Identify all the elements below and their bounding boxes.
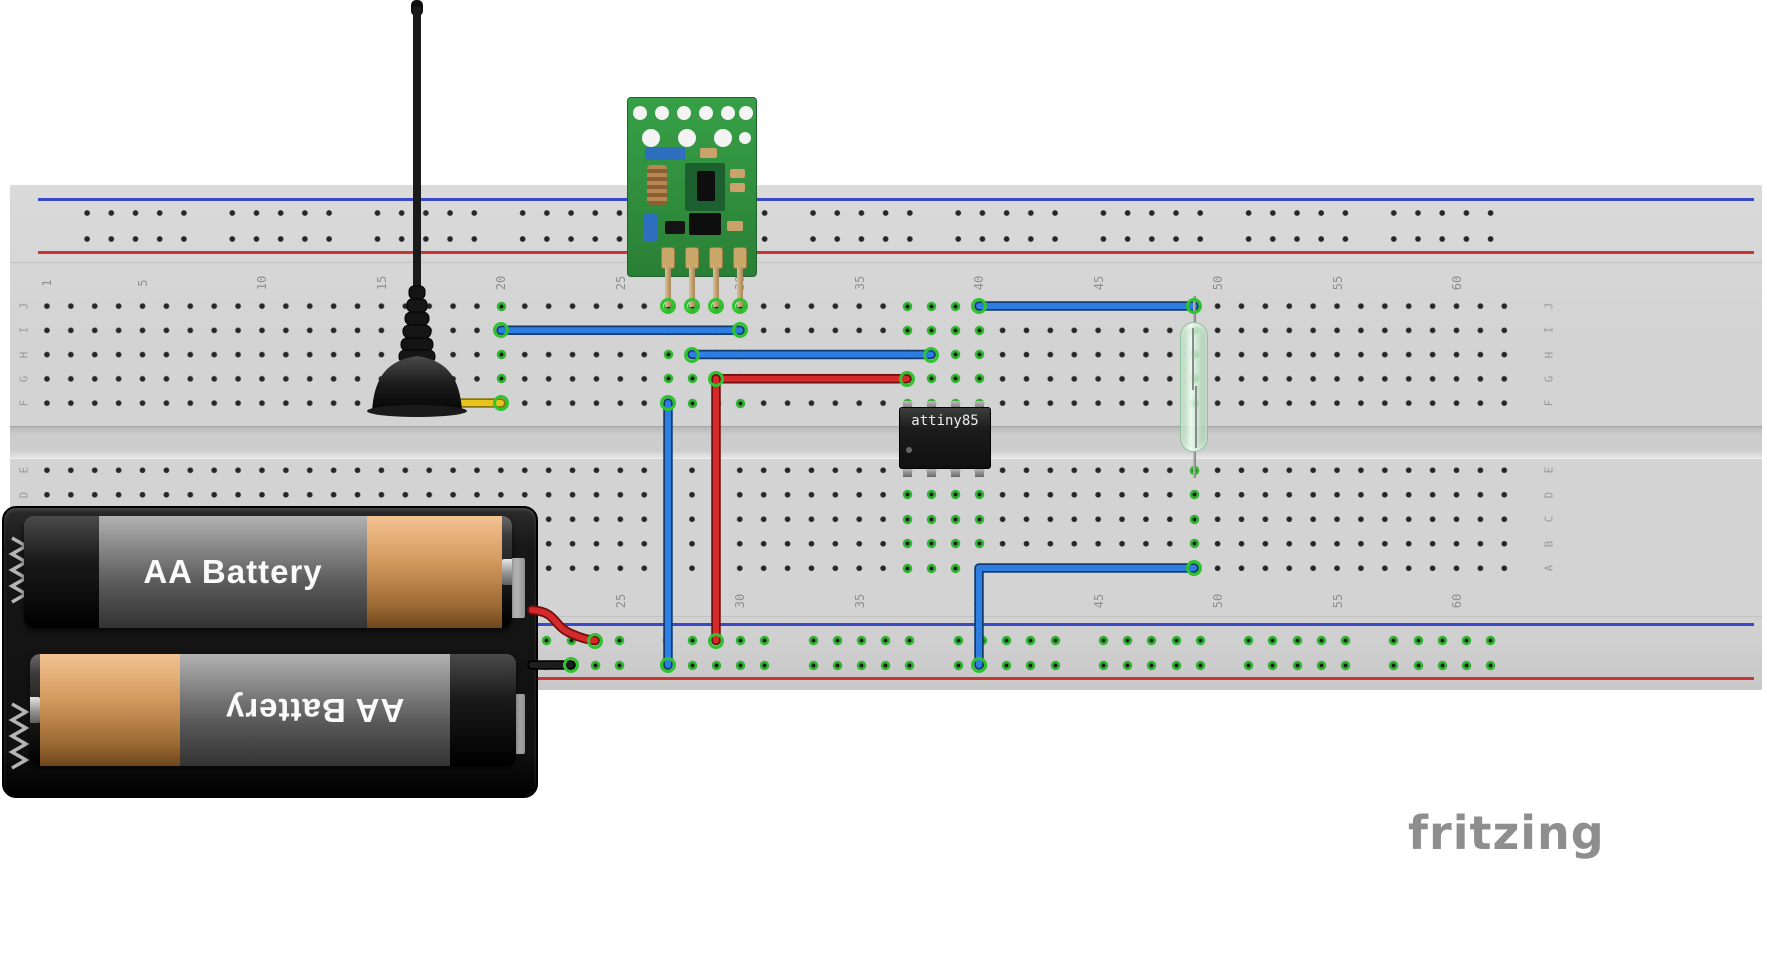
- module-pin-pad: [709, 247, 723, 269]
- module-resistor: [730, 169, 745, 178]
- battery-positive-nub: [30, 697, 40, 723]
- reed-contact: [1195, 386, 1197, 448]
- battery-label-flipped: AA Battery: [225, 692, 405, 729]
- chip-pin1-dot: [906, 447, 912, 453]
- module-hole: [655, 106, 669, 120]
- battery-holder[interactable]: AA Battery AA Battery: [2, 506, 538, 798]
- chip-pin: [927, 401, 936, 410]
- board-seam-bottom: [10, 616, 1762, 617]
- metal-contact-tab: [510, 558, 525, 618]
- module-pin-pad: [685, 247, 699, 269]
- module-resistor: [730, 183, 745, 192]
- module-capacitor: [643, 213, 657, 241]
- rf-transmitter-module[interactable]: [627, 97, 757, 309]
- module-hole: [739, 132, 751, 144]
- reed-switch-lead-bottom: [1192, 448, 1196, 478]
- power-rail-red-line-bottom: [38, 677, 1754, 680]
- holder-springs: [8, 536, 30, 770]
- reed-switch[interactable]: [1178, 296, 1210, 478]
- antenna-rod: [413, 6, 421, 296]
- module-component: [665, 221, 685, 234]
- battery-label: AA Battery: [143, 553, 323, 590]
- antenna-rib: [402, 324, 432, 339]
- chip-pin: [903, 401, 912, 410]
- module-pin-leg: [713, 267, 719, 307]
- module-pin-leg: [665, 267, 671, 307]
- chip-label: attiny85: [911, 413, 979, 429]
- chip-pin: [975, 468, 984, 477]
- chip-body: [899, 407, 991, 469]
- battery-label-band: AA Battery: [99, 516, 367, 628]
- breadboard-center-channel: [10, 426, 1762, 459]
- aa-battery-2[interactable]: AA Battery: [30, 654, 516, 766]
- module-resistor: [700, 148, 717, 158]
- module-capacitor: [645, 147, 685, 160]
- chip-pin: [975, 401, 984, 410]
- module-hole: [678, 129, 696, 147]
- module-hole: [633, 106, 647, 120]
- spring-contact-top: [8, 536, 30, 604]
- module-pin-leg: [737, 267, 743, 307]
- attiny85-chip[interactable]: attiny85: [899, 401, 991, 477]
- antenna-base-dome: [372, 356, 462, 412]
- spring-contact-bottom: [8, 702, 30, 770]
- board-seam-top: [10, 262, 1762, 263]
- module-transistor: [697, 171, 715, 201]
- antenna[interactable]: [360, 0, 510, 420]
- chip-pin: [927, 468, 936, 477]
- module-pin-leg: [689, 267, 695, 307]
- chip-pin: [951, 468, 960, 477]
- module-hole: [677, 106, 691, 120]
- battery-label-band: AA Battery: [180, 654, 450, 766]
- module-ic-chip: [689, 213, 721, 235]
- antenna-rib: [404, 311, 430, 326]
- battery-negative-end: [450, 654, 516, 766]
- fritzing-logo: fritzing: [1408, 806, 1605, 860]
- module-pin-pad: [733, 247, 747, 269]
- antenna-rib: [408, 285, 426, 300]
- module-hole: [699, 106, 713, 120]
- power-rail-holes-top: [75, 200, 1515, 252]
- module-hole: [642, 129, 660, 147]
- breadboard-holes-top-half: [35, 293, 1517, 416]
- battery-tan-section: [367, 516, 502, 628]
- chip-pin: [951, 401, 960, 410]
- reed-contact: [1192, 328, 1194, 390]
- module-hole: [721, 106, 735, 120]
- antenna-rib: [406, 298, 428, 313]
- antenna-base-plate: [367, 405, 467, 417]
- chip-pin: [903, 468, 912, 477]
- battery-negative-end: [24, 516, 99, 628]
- module-hole: [714, 129, 732, 147]
- module-resistor: [727, 221, 743, 231]
- battery-positive-nub: [502, 559, 512, 585]
- battery-tan-section: [40, 654, 180, 766]
- power-rail-red-line-top: [38, 251, 1754, 254]
- power-rail-blue-line-bottom: [38, 623, 1754, 626]
- reed-switch-glass: [1180, 322, 1208, 452]
- power-rail-blue-line-top: [38, 198, 1754, 201]
- antenna-rib: [400, 337, 434, 352]
- module-pin-pad: [661, 247, 675, 269]
- module-hole: [739, 106, 753, 120]
- aa-battery-1[interactable]: AA Battery: [24, 516, 512, 628]
- module-inductor-coil: [647, 165, 667, 205]
